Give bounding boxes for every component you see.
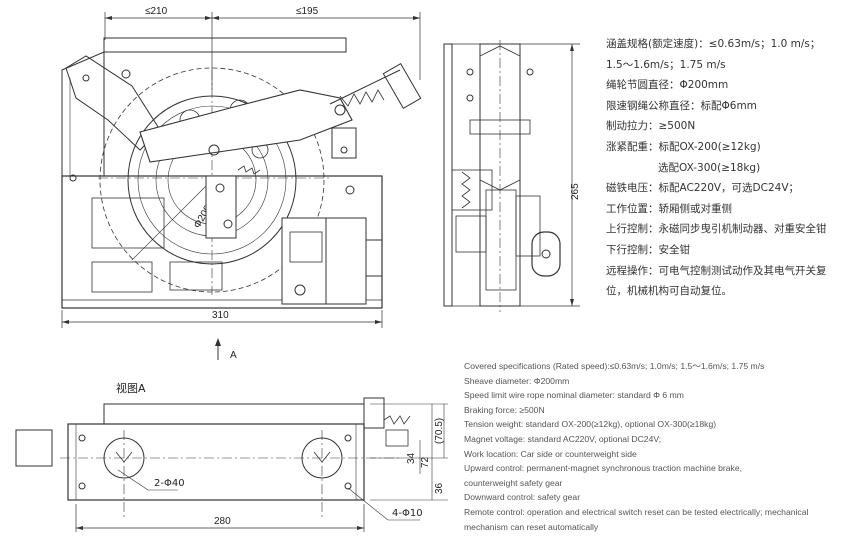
spec-en-line: Magnet voltage: standard AC220V, optiona… [464, 433, 662, 444]
spec-cn-line: 上行控制：永磁同步曳引机制动器、对重安全钳 [606, 223, 827, 236]
bv-dim-36: 36 [434, 482, 445, 494]
spec-cn-line: 绳轮节圆直径：Φ200mm [606, 79, 729, 92]
side-view: 265 [443, 40, 581, 312]
holes-small-label: 4-Φ10 [392, 508, 423, 519]
spec-cn-line: 下行控制：安全钳 [606, 243, 690, 256]
spec-en-line: Remote control: operation and electrical… [464, 506, 809, 517]
bv-dim-72: 72 [420, 456, 431, 468]
spec-en-line: Speed limit wire rope nominal diameter: … [464, 390, 684, 401]
dim-height: 265 [570, 183, 581, 200]
spec-cn-line: 工作位置：轿厢侧或对重侧 [606, 202, 732, 215]
spec-en-line: Sheave diameter: Φ200mm [464, 375, 570, 386]
dim-width: 310 [212, 310, 229, 321]
bv-dim-70-5: (70.5) [434, 418, 445, 444]
spec-en-line: Tension weight: standard OX-200(≥12kg), … [464, 419, 717, 430]
spec-cn-line: 1.5～1.6m/s；1.75 m/s [606, 58, 726, 71]
spec-cn-line: 限速钢绳公称直径：标配Φ6mm [606, 99, 757, 112]
spec-list-en: Covered specifications (Rated speed):≤0.… [464, 359, 859, 534]
spec-en-line: mechanism can reset automatically [464, 521, 599, 532]
spec-en-line: Downward control: safety gear [464, 492, 581, 503]
arrow-label-a: A [230, 350, 237, 361]
spec-list-cn: 涵盖规格(额定速度)：≤0.63m/s；1.0 m/s； 1.5～1.6m/s；… [606, 34, 856, 302]
spec-en-line: Upward control: permanent-magnet synchro… [464, 463, 743, 474]
dim-right: ≤195 [296, 6, 319, 17]
spec-en-line: counterweight safety gear [464, 477, 563, 488]
bv-dim-width: 280 [214, 516, 231, 527]
dim-left: ≤210 [145, 6, 168, 17]
spec-cn-line: 涵盖规格(额定速度)：≤0.63m/s；1.0 m/s； [606, 38, 821, 50]
spec-cn-line: 位，机械机构可自动复位。 [606, 285, 732, 298]
bv-dim-34: 34 [406, 452, 417, 464]
spec-cn-line: 涨紧配重：标配OX-200(≥12kg) [606, 140, 761, 153]
spec-en-line: Braking force: ≥500N [464, 404, 545, 415]
spec-cn-line: 选配OX-300(≥18kg) [658, 161, 761, 174]
holes-large-label: 2-Φ40 [154, 478, 185, 489]
spec-cn-line: 制动拉力：≥500N [606, 120, 696, 133]
spec-cn-line: 远程操作：可电气控制测试动作及其电气开关复 [606, 264, 827, 277]
spec-en-line: Covered specifications (Rated speed):≤0.… [464, 361, 765, 371]
bottom-view-title: 视图A [116, 382, 146, 395]
front-view: ≤210 ≤195 Φ200 [61, 6, 422, 361]
spec-cn-line: 磁铁电压：标配AC220V，可选DC24V； [606, 182, 800, 195]
bottom-view: 280 34 72 (70.5) 36 [15, 397, 448, 532]
spec-en-line: Work location: Car side or counterweight… [464, 448, 637, 459]
